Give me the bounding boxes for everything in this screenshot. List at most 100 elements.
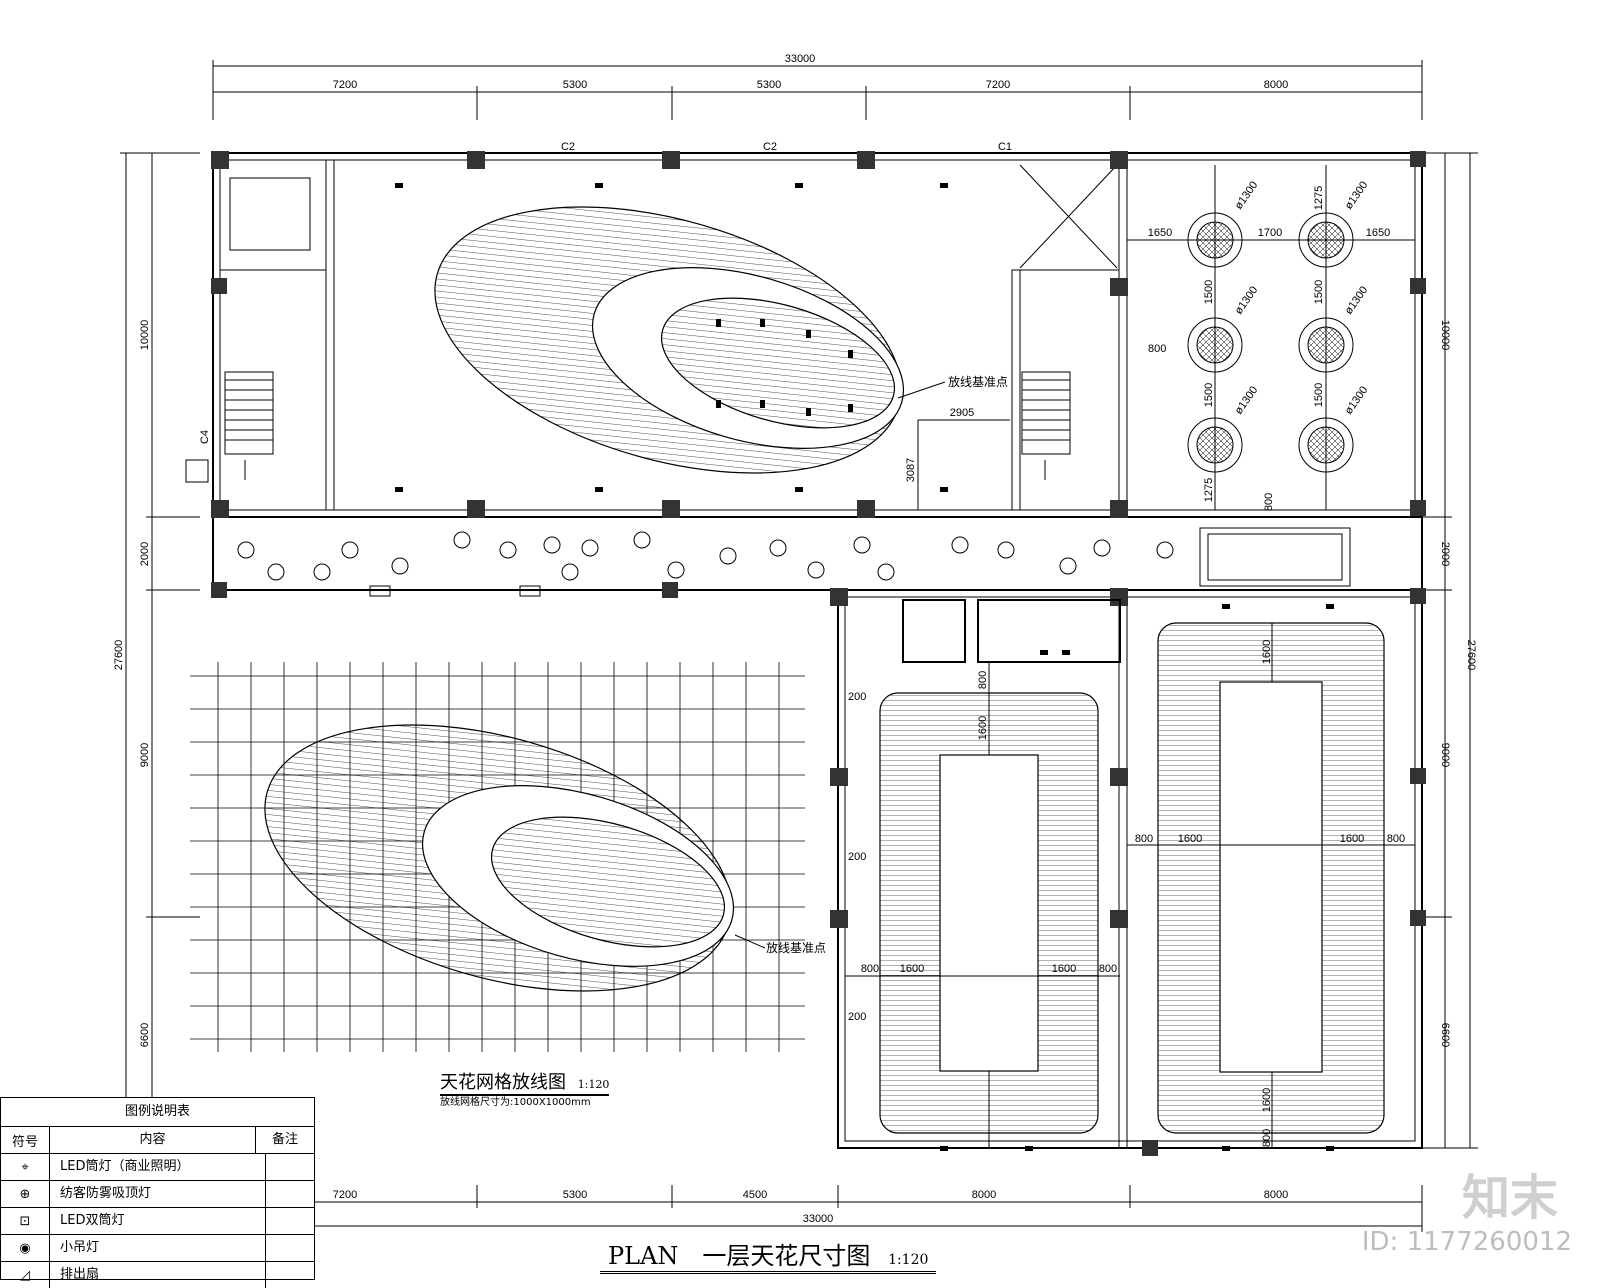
se-dim-1600-b: 1600 [1052,963,1076,975]
top-span-3: 5300 [757,79,781,91]
hall-elliptical-ceiling: 放线基准点 2905 3087 [434,206,1010,510]
left-span-4: 6600 [139,1023,151,1047]
watermark-id: ID: 1177260012 [1361,1227,1572,1257]
column-tag-c2-a: C2 [561,141,575,153]
led-double-downlight-icon: ⊡ [19,1213,31,1229]
ne-dim-1700: 1700 [1258,227,1282,239]
legend-col-content: 内容 [50,1127,256,1153]
shaft-box [185,459,209,483]
ne-diameter-6: ø1300 [1343,384,1371,416]
column-tag-c2-b: C2 [763,141,777,153]
se-dim-200-c: 200 [848,1011,866,1023]
ne-diameter-2: ø1300 [1343,179,1371,211]
right-span-2: 2000 [1439,542,1451,566]
hall-fixtures [395,183,948,492]
hall-offset-y: 3087 [905,458,917,482]
legend-header: 图例说明表 [1,1098,314,1127]
ne-dim-1650-left: 1650 [1148,227,1172,239]
legend-row-label: 排出扇 [50,1262,266,1288]
ne-dim-1275-bottom: 1275 [1203,478,1215,502]
legend-row: ⌖ LED筒灯（商业照明） [1,1154,314,1181]
legend-row: ⊕ 纺客防雾吸顶灯 [1,1181,314,1208]
se-ceiling-frames: 800 1600 1600 800 800 1600 1600 800 1600… [845,599,1415,1148]
top-span-4: 7200 [986,79,1010,91]
grid-plan-title-text: 天花网格放线图 [440,1072,566,1093]
ne-dim-800-bottom: 800 [1263,493,1275,511]
mist-ceiling-lamp-icon: ⊕ [19,1186,31,1202]
hall-offset-x: 2905 [950,407,974,419]
se-dim-800-a: 800 [861,963,879,975]
legend-row-label: LED双筒灯 [50,1208,266,1234]
ne-dim-1275-top: 1275 [1313,186,1325,210]
bottom-span-5: 8000 [1264,1189,1288,1201]
grid-layout-plan: 放线基准点 [190,662,826,1052]
se-dim-800-v1: 800 [977,671,989,689]
top-span-1: 7200 [333,79,357,91]
ne-dim-1500-b: 1500 [1313,280,1325,304]
se-dim-200-b: 200 [848,851,866,863]
hall-reference-point-label: 放线基准点 [948,374,1008,389]
drawing-scale: 1:120 [888,1252,929,1268]
bottom-dimension-chain: 7200 5300 4500 8000 8000 33000 [212,1185,1423,1232]
corridor-downlights [237,527,1351,597]
ne-dim-800-left: 800 [1148,343,1166,355]
building-outline [212,152,1423,1149]
ne-dim-1650-right: 1650 [1366,227,1390,239]
top-span-5: 8000 [1264,79,1288,91]
se-fixtures [940,604,1334,1151]
right-span-3: 9000 [1439,743,1451,767]
top-span-2: 5300 [563,79,587,91]
drawing-title: PLAN 一层天花尺寸图 1:120 [600,1236,937,1274]
se-dim-1600-d: 1600 [1340,833,1364,845]
left-dimension-chain: 10000 2000 9000 6600 27600 [113,152,200,1149]
left-span-2: 2000 [139,542,151,566]
grid-plan-title: 天花网格放线图 1:120 [440,1068,610,1096]
bottom-span-2: 5300 [563,1189,587,1201]
legend-col-symbol: 符号 [1,1127,50,1153]
left-span-3: 9000 [139,743,151,767]
structural-columns [211,151,1426,1156]
watermark-logo: 知末 [1461,1170,1558,1226]
se-dim-1600-v1: 1600 [977,716,989,740]
legend-row: ⊡ LED双筒灯 [1,1208,314,1235]
right-span-4: 6600 [1439,1023,1451,1047]
legend-col-remark: 备注 [271,1132,298,1147]
legend-table: 图例说明表 符号 内容 备注 ⌖ LED筒灯（商业照明） ⊕ 纺客防雾吸顶灯 ⊡… [0,1097,315,1288]
right-overall-dim: 27600 [1465,640,1477,671]
legend-row-label: LED筒灯（商业照明） [50,1154,266,1180]
se-dim-800-c: 800 [1135,833,1153,845]
right-span-1: 10000 [1439,320,1451,351]
ne-dim-1500-d: 1500 [1313,383,1325,407]
ne-dim-1500-c: 1500 [1203,383,1215,407]
ne-dim-1500-a: 1500 [1203,280,1215,304]
left-span-1: 10000 [139,320,151,351]
top-dimension-chain: 33000 7200 5300 5300 7200 8000 [212,53,1423,120]
shaft-room [229,177,311,251]
left-overall-dim: 27600 [113,640,125,671]
column-tag-c1: C1 [998,141,1012,153]
bottom-span-3: 4500 [743,1189,767,1201]
column-tag-c4: C4 [199,430,211,444]
bottom-span-1: 7200 [333,1189,357,1201]
bottom-overall-dim: 33000 [803,1213,834,1225]
se-dim-1600-v2: 1600 [1261,640,1273,664]
legend-row-label: 纺客防雾吸顶灯 [50,1181,266,1207]
legend-row: ◿ 排出扇 [1,1262,314,1288]
grid-reference-point-label: 放线基准点 [766,940,826,955]
se-dim-1600-a: 1600 [900,963,924,975]
top-overall-dim: 33000 [785,53,816,65]
small-pendant-icon: ◉ [19,1240,31,1256]
right-dimension-chain: 10000 2000 9000 6600 27600 [1422,152,1478,1149]
ne-diameter-4: ø1300 [1343,284,1371,316]
grid-plan-note: 放线网格尺寸为:1000X1000mm [440,1097,591,1108]
ne-diameter-3: ø1300 [1233,284,1261,316]
grid-plan-scale: 1:120 [577,1078,610,1091]
se-dim-800-d: 800 [1387,833,1405,845]
drawing-title-text: PLAN 一层天花尺寸图 [608,1242,871,1270]
se-dim-1600-c: 1600 [1178,833,1202,845]
staircase-east [1021,371,1071,480]
se-dim-800-v2: 800 [1261,1129,1273,1147]
legend-row-label: 小吊灯 [50,1235,266,1261]
staircase-west [224,371,274,480]
